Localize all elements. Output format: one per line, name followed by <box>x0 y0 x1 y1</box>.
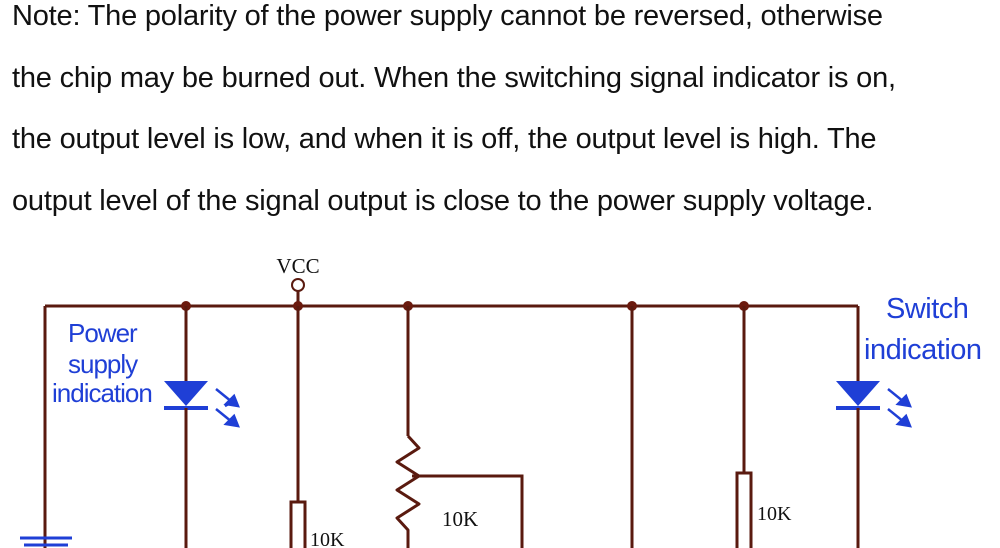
switch-indication-label: Switch indication <box>864 293 982 366</box>
vcc-terminal <box>291 278 305 292</box>
potentiometer-zigzag <box>395 434 421 548</box>
note-line-4: output level of the signal output is clo… <box>12 185 874 217</box>
left-resistor-label: 10K <box>310 529 345 548</box>
left-resistor <box>289 500 307 548</box>
pot-wiper-wire <box>412 474 524 548</box>
power-led-light-arrows-icon <box>215 388 240 428</box>
power-led-diode-icon <box>164 381 208 406</box>
note-line-2: the chip may be burned out. When the swi… <box>12 62 896 94</box>
switch-led-diode-icon <box>836 381 880 406</box>
note-line-3: the output level is low, and when it is … <box>12 123 877 155</box>
vcc-label: VCC <box>276 254 319 278</box>
right-resistor-label: 10K <box>757 503 792 525</box>
power-indication-label: Power supply indication <box>52 318 152 408</box>
potentiometer-label: 10K <box>442 507 478 531</box>
note-line-1: Note: The polarity of the power supply c… <box>12 0 883 32</box>
right-resistor <box>735 471 753 548</box>
switch-led-light-arrows-icon <box>887 388 912 428</box>
